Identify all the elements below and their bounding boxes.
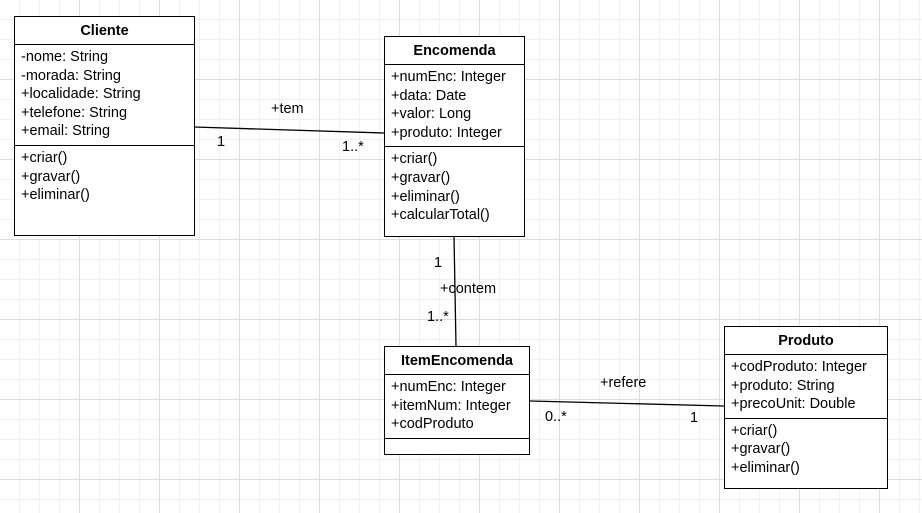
operation: +calcularTotal() [391,207,490,224]
association-name-contem: +contem [440,281,497,297]
operations-section [385,439,529,446]
attributes-section: -nome: String -morada: String +localidad… [15,45,194,146]
attribute: +valor: Long [391,106,472,123]
attributes-section: +numEnc: Integer +data: Date +valor: Lon… [385,65,524,148]
attribute: -nome: String [21,49,109,65]
multiplicity-label: 1..* [427,309,449,325]
multiplicity-label: 0..* [545,409,567,425]
class-name: Cliente [15,17,194,45]
operation: +gravar() [391,169,451,186]
operations-section: +criar() +gravar() +eliminar() [15,146,194,209]
association-line-refere [529,400,725,407]
attribute: -morada: String [21,67,121,84]
class-cliente[interactable]: Cliente -nome: String -morada: String +l… [14,16,195,236]
attribute: +numEnc: Integer [391,379,506,395]
attribute: +precoUnit: Double [731,396,856,413]
operation: +criar() [391,151,438,168]
operation: +eliminar() [731,459,800,476]
attribute: +data: Date [391,87,467,104]
class-name: Produto [725,327,887,355]
attribute: +numEnc: Integer [391,69,506,85]
class-name: Encomenda [385,37,524,65]
class-item-encomenda[interactable]: ItemEncomenda +numEnc: Integer +itemNum:… [384,346,530,455]
operation: +eliminar() [391,188,460,205]
attribute: +codProduto [391,416,474,433]
association-name-tem: +tem [271,101,304,117]
attribute: +localidade: String [21,86,141,103]
multiplicity-label: 1 [690,410,699,426]
association-line-tem [193,126,385,134]
operation: +gravar() [731,441,791,458]
operation: +gravar() [21,168,81,185]
attributes-section: +codProduto: Integer +produto: String +p… [725,355,887,419]
operation: +criar() [21,149,68,166]
class-produto[interactable]: Produto +codProduto: Integer +produto: S… [724,326,888,489]
association-name-refere: +refere [600,375,647,391]
multiplicity-label: 1 [434,255,443,271]
multiplicity-label: 1 [217,134,226,150]
association-line-contem [453,235,457,347]
attribute: +telefone: String [21,104,128,121]
attribute: +email: String [21,123,111,140]
attribute: +itemNum: Integer [391,397,511,414]
operation: +eliminar() [21,187,90,204]
attribute: +produto: String [731,377,835,394]
attribute: +codProduto: Integer [731,359,867,375]
class-encomenda[interactable]: Encomenda +numEnc: Integer +data: Date +… [384,36,525,237]
operations-section: +criar() +gravar() +eliminar() +calcular… [385,147,524,228]
multiplicity-label: 1..* [342,139,364,155]
class-name: ItemEncomenda [385,347,529,375]
attribute: +produto: Integer [391,124,502,141]
attributes-section: +numEnc: Integer +itemNum: Integer +codP… [385,375,529,439]
operations-section: +criar() +gravar() +eliminar() [725,419,887,482]
operation: +criar() [731,422,778,439]
